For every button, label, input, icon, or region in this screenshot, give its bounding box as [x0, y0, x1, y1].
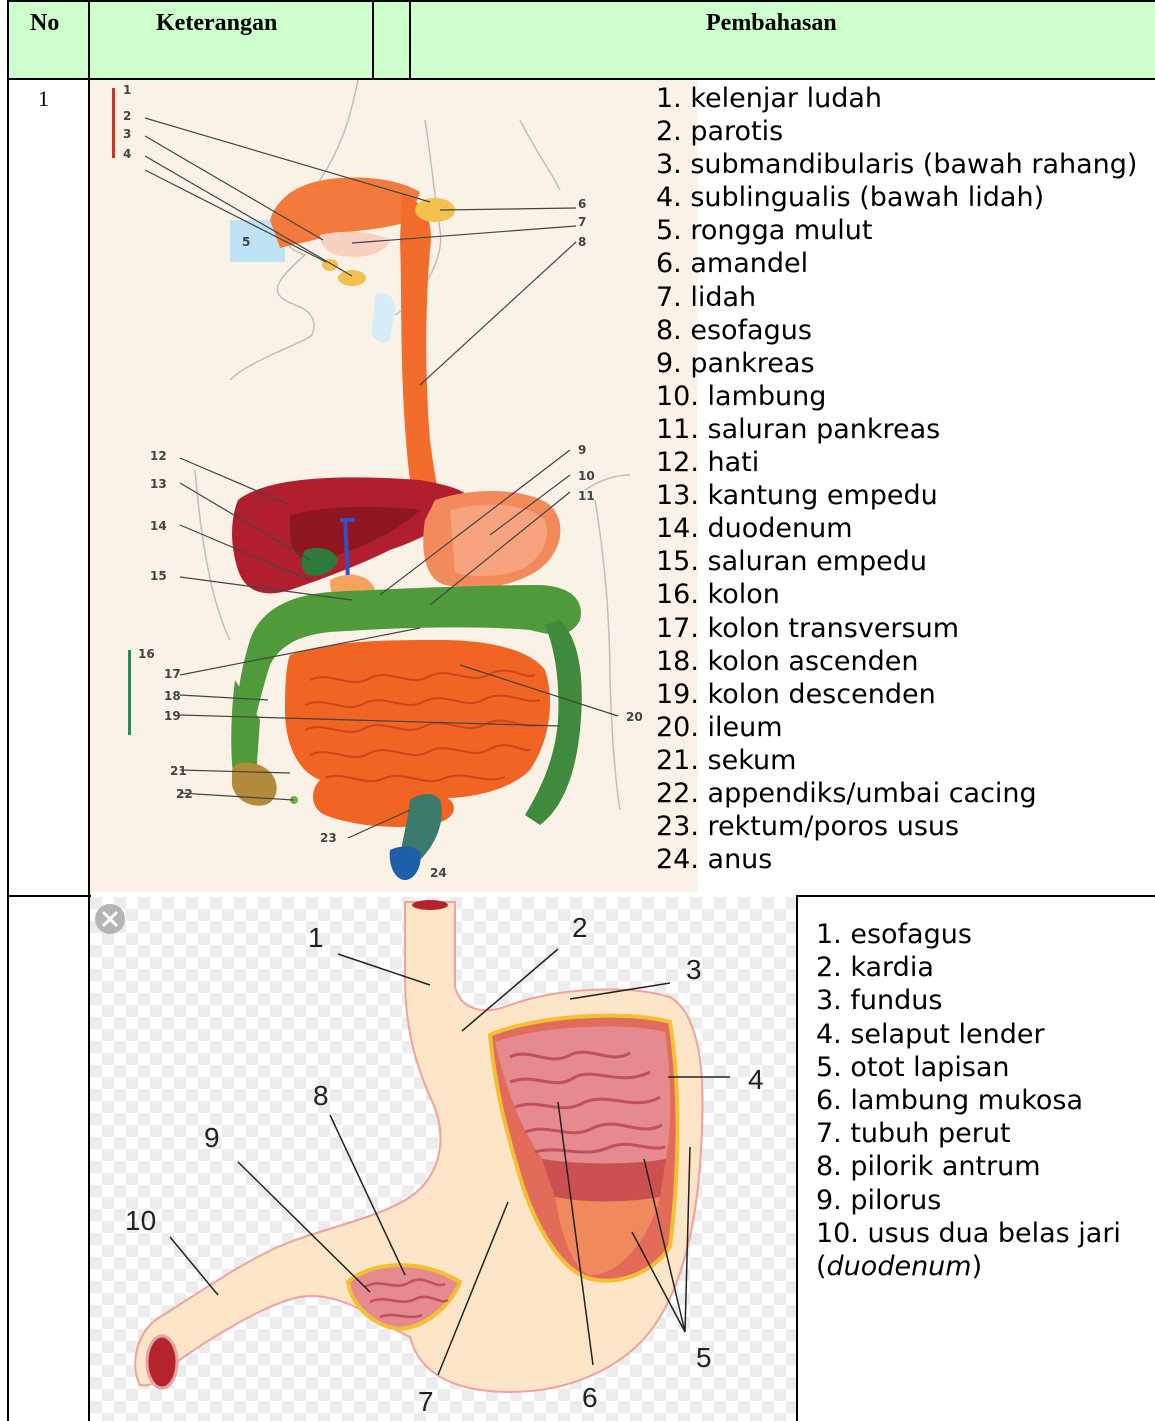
header-no: No — [30, 10, 59, 37]
list-item: 7. lidah — [656, 281, 1137, 314]
digestive-label-16: 16 — [138, 647, 155, 661]
header-keterangan: Keterangan — [156, 10, 277, 37]
image-divider — [796, 897, 798, 1421]
digestive-label-8: 8 — [578, 235, 586, 249]
digestive-label-20: 20 — [626, 710, 643, 724]
list-item: 10. usus dua belas jari — [816, 1217, 1121, 1250]
digestive-label-1: 1 — [123, 83, 131, 97]
list-item: (duodenum) — [816, 1250, 1121, 1283]
stomach-label-8: 8 — [313, 1080, 329, 1111]
digestive-label-10: 10 — [578, 469, 595, 483]
table-col-divider-2 — [372, 0, 374, 80]
list-item: 4. sublingualis (bawah lidah) — [656, 181, 1137, 214]
table-row-divider-right — [796, 895, 1155, 897]
list-item: 1. esofagus — [816, 918, 1121, 951]
list-item: 6. amandel — [656, 247, 1137, 280]
stomach-label-9: 9 — [204, 1122, 220, 1153]
list-item: 3. submandibularis (bawah rahang) — [656, 148, 1137, 181]
table-col-divider-3 — [409, 0, 411, 80]
digestive-label-12: 12 — [150, 449, 167, 463]
stomach-legend-list: 1. esofagus 2. kardia 3. fundus 4. selap… — [816, 918, 1121, 1283]
digestive-label-18: 18 — [164, 689, 181, 703]
header-pembahasan: Pembahasan — [706, 10, 837, 37]
stomach-label-3: 3 — [686, 954, 702, 985]
row-number: 1 — [38, 86, 49, 112]
digestive-label-3: 3 — [123, 127, 131, 141]
digestive-label-14: 14 — [150, 519, 167, 533]
table-row-divider — [7, 895, 91, 897]
table-border-top — [7, 0, 1155, 2]
list-item: 16. kolon — [656, 578, 1137, 611]
paren-close: ) — [972, 1251, 983, 1282]
digestive-label-19: 19 — [164, 709, 181, 723]
list-item: 19. kolon descenden — [656, 678, 1137, 711]
list-item: 5. otot lapisan — [816, 1051, 1121, 1084]
list-item: 18. kolon ascenden — [656, 645, 1137, 678]
digestive-label-6: 6 — [578, 197, 586, 211]
list-item: 13. kantung empedu — [656, 479, 1137, 512]
list-item: 20. ileum — [656, 711, 1137, 744]
list-item: 1. kelenjar ludah — [656, 82, 1137, 115]
list-item: 12. hati — [656, 446, 1137, 479]
list-item: 14. duodenum — [656, 512, 1137, 545]
list-item: 9. pankreas — [656, 347, 1137, 380]
list-item: 2. parotis — [656, 115, 1137, 148]
stomach-label-7: 7 — [418, 1386, 434, 1417]
digestive-label-4: 4 — [123, 147, 131, 161]
list-item: 17. kolon transversum — [656, 612, 1137, 645]
list-item: 7. tubuh perut — [816, 1117, 1121, 1150]
stomach-label-10: 10 — [125, 1205, 156, 1236]
stomach-label-4: 4 — [748, 1064, 764, 1095]
list-item: 22. appendiks/umbai cacing — [656, 777, 1137, 810]
digestive-label-15: 15 — [150, 569, 167, 583]
digestive-label-17: 17 — [164, 667, 181, 681]
close-icon[interactable] — [95, 904, 125, 934]
digestive-label-22: 22 — [176, 787, 193, 801]
list-item: 8. esofagus — [656, 314, 1137, 347]
digestive-label-2: 2 — [123, 109, 131, 123]
stomach-label-6: 6 — [582, 1382, 598, 1413]
list-item: 5. rongga mulut — [656, 214, 1137, 247]
digestive-label-13: 13 — [150, 477, 167, 491]
table-border-left — [7, 0, 9, 1421]
digestive-label-11: 11 — [578, 489, 595, 503]
paren-open: ( — [816, 1251, 827, 1282]
list-item: 6. lambung mukosa — [816, 1084, 1121, 1117]
digestive-system-diagram: 1 2 3 4 5 6 7 8 9 10 11 12 13 14 15 16 1… — [90, 80, 698, 892]
stomach-diagram: 1 2 3 4 5 6 7 8 9 10 — [90, 897, 796, 1421]
stomach-label-1: 1 — [308, 922, 324, 953]
stomach-label-2: 2 — [572, 912, 588, 943]
list-item: 11. saluran pankreas — [656, 413, 1137, 446]
header-cell-blank — [374, 0, 409, 78]
digestive-label-9: 9 — [578, 443, 586, 457]
digestive-legend-list: 1. kelenjar ludah 2. parotis 3. submandi… — [656, 82, 1137, 876]
list-item: 3. fundus — [816, 984, 1121, 1017]
digestive-label-7: 7 — [578, 215, 586, 229]
digestive-label-5: 5 — [242, 235, 250, 249]
list-item: 8. pilorik antrum — [816, 1150, 1121, 1183]
list-item: 2. kardia — [816, 951, 1121, 984]
duodenum-italic: duodenum — [827, 1251, 972, 1282]
list-item: 4. selaput lender — [816, 1018, 1121, 1051]
digestive-label-21: 21 — [170, 764, 187, 778]
digestive-label-23: 23 — [320, 831, 337, 845]
digestive-label-24: 24 — [430, 866, 447, 880]
stomach-label-5: 5 — [696, 1342, 712, 1373]
list-item: 10. lambung — [656, 380, 1137, 413]
list-item: 23. rektum/poros usus — [656, 810, 1137, 843]
list-item: 15. saluran empedu — [656, 545, 1137, 578]
list-item: 9. pilorus — [816, 1184, 1121, 1217]
list-item: 24. anus — [656, 843, 1137, 876]
list-item: 21. sekum — [656, 744, 1137, 777]
